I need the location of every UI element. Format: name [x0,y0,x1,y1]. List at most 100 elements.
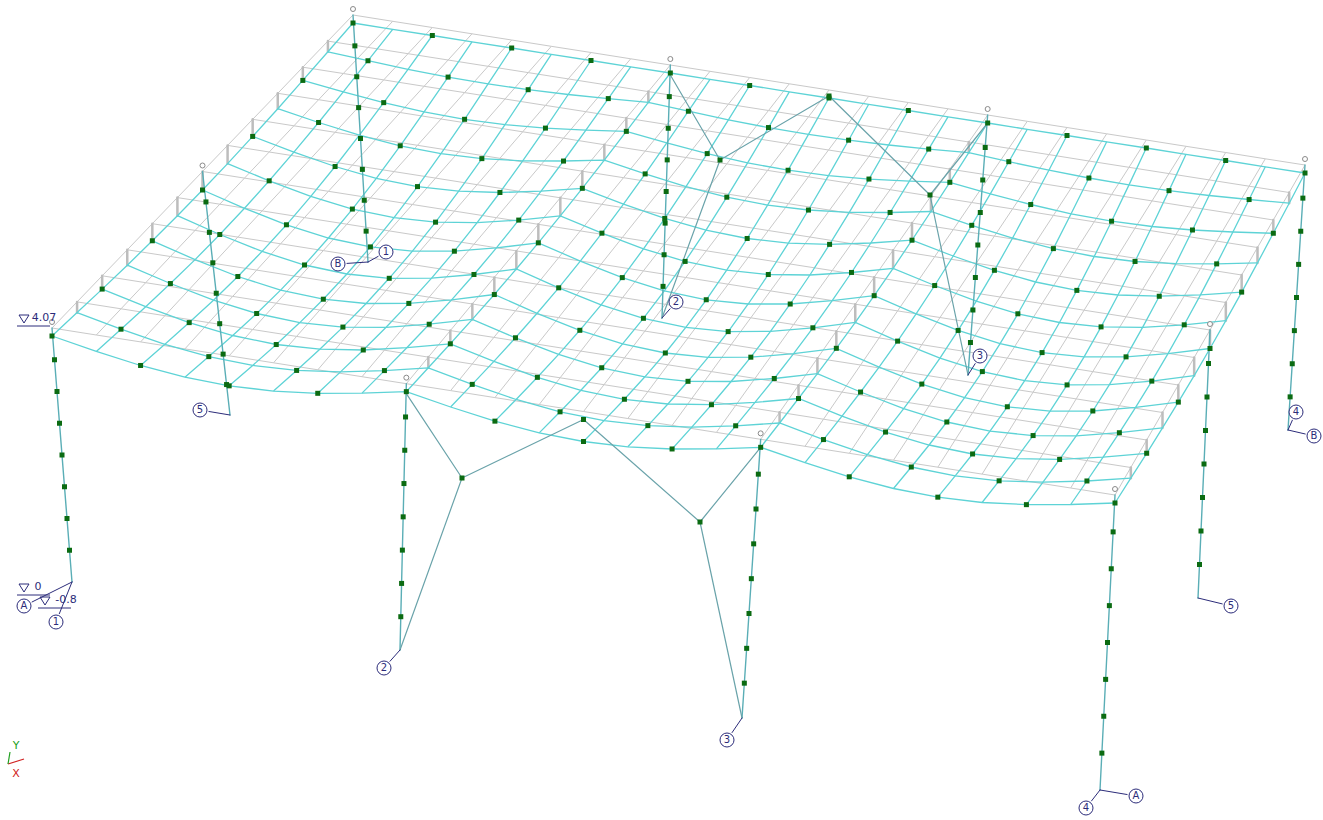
node-dot [751,541,756,546]
node-dot [398,143,403,148]
node-dot [1105,640,1110,645]
brace [930,123,988,195]
node-dot [1200,495,1205,500]
node-dot [1113,501,1118,506]
deflection-post [176,198,179,216]
brace [406,394,462,478]
column [203,172,231,416]
undeformed-mesh [451,71,710,390]
joint-marker [404,375,409,380]
deformed-mesh [716,117,948,449]
x-axis [8,759,24,764]
deformed-mesh [185,42,472,377]
node-dot [956,328,961,333]
node-dot [1208,346,1213,351]
deformed-mesh [406,73,670,392]
node-dot [709,402,714,407]
node-dot [352,43,357,48]
deformed-mesh [303,80,1274,233]
node-dot [683,259,688,264]
node-dot [1203,428,1208,433]
node-dot [758,445,763,450]
node-dot [1176,400,1181,405]
node-dot [1117,430,1122,435]
node-dot [401,514,406,519]
node-dot [250,134,255,139]
node-dot [340,325,345,330]
node-dot [460,476,465,481]
node-dot [827,96,832,101]
node-dot [1167,188,1172,193]
column [968,115,988,375]
node-dot [354,74,359,79]
node-dot [52,357,57,362]
node-dot [1015,311,1020,316]
joint-marker [1113,487,1118,492]
deflection-post [471,304,474,319]
node-dot [788,302,793,307]
deflection-post [854,304,857,322]
node-dot [427,322,432,327]
deformed-mesh [672,111,908,450]
node-dot [747,611,752,616]
deformed-mesh [152,241,1178,411]
deformed-mesh [451,79,710,407]
node-dot [849,270,854,275]
deflection-post [835,331,838,348]
node-dot [866,177,871,182]
node-dot [664,189,669,194]
node-dot [316,120,321,125]
node-dot [1247,197,1252,202]
node-dot [668,71,673,76]
deformed-mesh [761,123,988,447]
node-dot [888,210,893,215]
grid-bubble [669,295,683,309]
node-dot [1028,202,1033,207]
node-dot [846,138,851,143]
node-dot [446,75,451,80]
node-dot [150,238,155,243]
node-dot [978,210,983,215]
axis-label: X [12,768,20,780]
undeformed-mesh [849,128,1067,454]
node-dot [975,243,980,248]
node-dot [932,283,937,288]
node-dot [747,83,752,88]
node-dot [983,145,988,150]
node-dot [1157,294,1162,299]
node-dot [756,472,761,477]
node-dot [724,195,729,200]
node-dot [492,292,497,297]
grid-leader [1288,430,1305,434]
node-dot [351,21,356,26]
node-dot [1074,288,1079,293]
node-dot [401,481,406,486]
grid-bubble [1307,429,1321,443]
deformed-mesh [96,29,392,351]
node-dot [1109,219,1114,224]
deformed-mesh [805,129,1027,462]
node-dot [368,244,373,249]
level-label: 4.07 [32,312,57,324]
node-dot [980,369,985,374]
node-dot [662,216,667,221]
grid-label: 1 [383,246,389,258]
grid-label: B [335,258,342,270]
grid-bubble [379,245,393,259]
deflection-post [277,93,280,108]
node-dot [100,287,105,292]
node-dot [333,164,338,169]
node-dot [361,347,366,352]
deformed-mesh [1026,161,1225,505]
deformed-mesh [253,136,1242,296]
node-dot [733,423,738,428]
grid-leader [1092,790,1100,801]
grid-leader [209,411,230,415]
deformed-mesh [328,52,1289,203]
node-dot [754,507,759,512]
column [52,328,72,582]
node-dot [997,478,1002,483]
node-dot [516,218,521,223]
node-dot [556,285,561,290]
